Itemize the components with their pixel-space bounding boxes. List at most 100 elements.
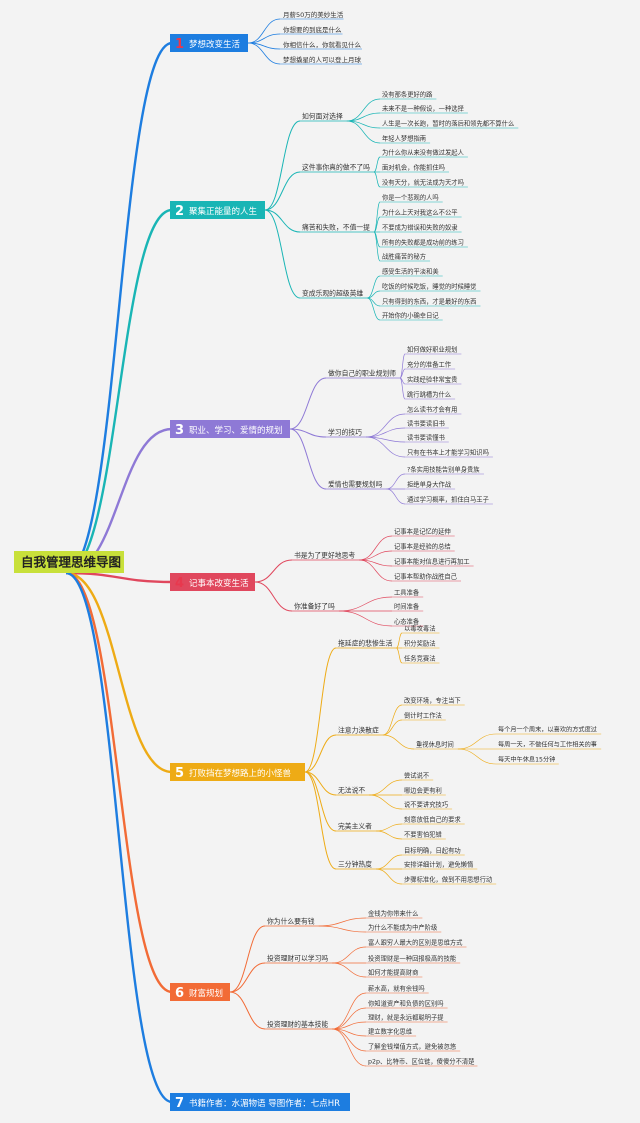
connector-line xyxy=(346,112,381,122)
connector-line xyxy=(229,962,266,993)
connector-line xyxy=(367,297,381,321)
leaf-item: 建立数字化思维 xyxy=(368,1027,413,1036)
leaf-item: 每周一天，不做任何与工作相关的事 xyxy=(498,741,597,749)
branch-3-label: 职业、学习、爱情的规划 xyxy=(189,425,283,436)
connector-line xyxy=(332,1021,367,1030)
leaf-item: 只有得到的东西，才是最好的东西 xyxy=(382,297,476,306)
connector-line xyxy=(229,991,266,1030)
connector-line xyxy=(332,962,367,978)
topic-item: 拖延症的悲惨生活 xyxy=(338,639,393,648)
leaf-item: p2p、比特币、区位链，傻傻分不清楚 xyxy=(368,1057,475,1066)
leaf-item: 投资理财是一种回报极高的技能 xyxy=(368,954,457,963)
leaf-item: 记事本帮助你战胜自己 xyxy=(394,572,458,581)
connector-line xyxy=(365,413,406,438)
leaf-item: 你想要的到底是什么 xyxy=(283,25,342,34)
connector-line xyxy=(346,98,381,122)
root-node xyxy=(14,551,124,573)
topic-item: 完美主义者 xyxy=(338,822,372,831)
leaf-item: 记事本能对信息进行再加工 xyxy=(394,557,470,566)
connector-line xyxy=(399,353,406,379)
topic-item: 痛苦和失败，不值一提 xyxy=(302,223,370,232)
topic-item: 无法说不 xyxy=(338,786,365,795)
leaf-item: 薪水高，就有余钱吗 xyxy=(368,984,425,993)
branch-3-node xyxy=(170,420,290,438)
leaf-item: 每个月一个周末，以喜欢的方式度过 xyxy=(498,726,597,734)
connector-line xyxy=(359,535,393,561)
leaf-item: 哪边会更有利 xyxy=(404,786,442,795)
leaf-item: 每天中午休息15分钟 xyxy=(498,756,555,764)
leaf-item: 面对机会，你能抓住吗 xyxy=(382,163,445,172)
leaf-item: 为什么不能成为中产阶级 xyxy=(368,923,438,932)
leaf-item: 所有的失败都是成功前的练习 xyxy=(382,238,464,247)
connector-line xyxy=(65,571,173,994)
connector-line xyxy=(264,171,301,211)
connector-line xyxy=(386,488,406,505)
connector-line xyxy=(304,771,337,832)
leaf-item: 时间准备 xyxy=(394,602,420,611)
connector-line xyxy=(264,209,301,299)
connector-line xyxy=(375,854,403,870)
connector-line xyxy=(373,156,381,173)
leaf-item: 富人跟穷人最大的区别是思维方式 xyxy=(368,938,463,947)
branch-5-label: 打败挡在梦想路上的小怪兽 xyxy=(189,768,292,779)
connector-line xyxy=(399,368,406,379)
branch-7-node xyxy=(170,1093,350,1111)
connector-line xyxy=(247,18,281,44)
branch-1-number: 1 xyxy=(175,37,184,52)
connector-line xyxy=(367,275,381,299)
branch-1-node xyxy=(170,34,248,52)
branch-2-node xyxy=(170,201,265,219)
leaf-item: 刻意放低自己的要求 xyxy=(404,815,461,824)
leaf-item: 拒绝单身大作战 xyxy=(407,480,452,489)
leaf-item: 通过学习概率，抓住白马王子 xyxy=(407,495,489,504)
leaf-item: 金钱为你带来什么 xyxy=(368,909,418,918)
branch-5-node xyxy=(170,763,305,781)
connector-line xyxy=(373,201,381,233)
leaf-item: 充分的准备工作 xyxy=(407,360,452,369)
connector-line xyxy=(318,917,367,927)
leaf-item: 记事本是记忆的延伸 xyxy=(394,527,451,536)
leaf-item: 未来不是一种假设，一种选择 xyxy=(382,104,465,113)
connector-line xyxy=(396,647,403,664)
connector-line xyxy=(318,925,367,933)
leaf-item: 怎么读书才会有用 xyxy=(407,405,457,414)
topic-item: 三分钟热度 xyxy=(338,860,372,869)
leaf-item: 你知道资产和负债的区别吗 xyxy=(368,999,444,1008)
connector-line xyxy=(365,436,406,458)
connector-line xyxy=(373,231,381,262)
connector-line xyxy=(65,208,173,575)
connector-line xyxy=(264,120,301,211)
leaf-item: 安排详细计划，避免懒惰 xyxy=(404,860,473,869)
leaf-item: 倒计时工作法 xyxy=(404,711,442,720)
connector-line xyxy=(382,719,403,736)
connector-line xyxy=(367,290,381,299)
branch-6-number: 6 xyxy=(175,986,184,1001)
branch-5-number: 5 xyxy=(175,766,184,781)
leaf-item: 为什么上天对我这么不公平 xyxy=(382,208,458,217)
connector-line xyxy=(369,779,403,796)
topic-item: 投资理财可以学习吗 xyxy=(267,954,328,963)
leaf-item: 人生是一次长跑，暂时的落后和领先都不算什么 xyxy=(382,119,514,128)
leaf-item: 目标明确，日起有功 xyxy=(404,846,461,855)
topic-item: 你为什么要有钱 xyxy=(267,917,315,926)
branch-4-node xyxy=(170,573,255,591)
leaf-item: 感受生活的平淡和美 xyxy=(382,267,439,276)
leaf-item: 以毒攻毒法 xyxy=(404,624,435,633)
connector-line xyxy=(338,596,393,612)
leaf-item: 工具准备 xyxy=(394,588,420,597)
connector-line xyxy=(375,830,403,840)
leaf-item: 梦想撬星的人可以登上月球 xyxy=(283,55,362,64)
connector-line xyxy=(304,771,337,870)
connector-line xyxy=(332,946,367,964)
topic-item: 这件事你真的做不了吗 xyxy=(302,163,370,172)
topic-item: 变成乐观的超级英雄 xyxy=(302,289,363,298)
connector-line xyxy=(289,428,327,490)
connector-line xyxy=(373,171,381,188)
connector-line xyxy=(65,571,173,1104)
connector-line xyxy=(457,733,497,750)
connector-line xyxy=(332,1007,367,1030)
leaf-item: 任务竞赛法 xyxy=(404,654,435,663)
leaf-item: 积分奖励法 xyxy=(404,639,435,648)
